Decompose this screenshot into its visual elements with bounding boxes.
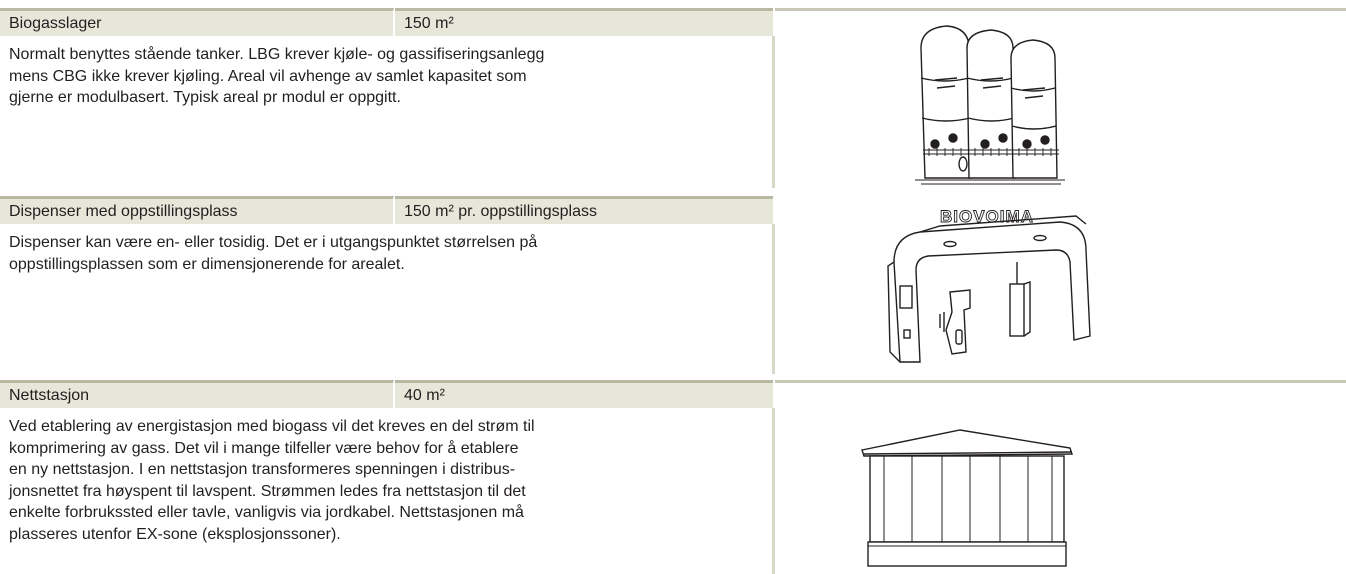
image-cell-top (775, 8, 1346, 36)
row-label: Nettstasjon (9, 387, 90, 404)
row-label-cell: Nettstasjon (0, 380, 394, 408)
row-description: Normalt benyttes stående tanker. LBG kre… (9, 46, 545, 106)
row-dispenser: Dispenser med oppstillingsplass 150 m² p… (0, 196, 1346, 374)
row-label: Dispenser med oppstillingsplass (9, 203, 238, 220)
row-value-cell: 40 m² (395, 380, 773, 408)
substation-illustration (860, 428, 1080, 572)
row-label: Biogasslager (9, 15, 102, 32)
row-biogasslager: Biogasslager 150 m² Normalt benyttes stå… (0, 8, 1346, 188)
column-divider (772, 408, 775, 574)
image-cell-top (775, 196, 1346, 224)
dispenser-station-illustration: BIOVOIMA (880, 202, 1100, 370)
column-divider (772, 36, 775, 188)
row-nettstasjon: Nettstasjon 40 m² Ved etablering av ener… (0, 380, 1346, 574)
row-value-cell: 150 m² (395, 8, 773, 36)
row-value: 150 m² (404, 15, 454, 32)
row-value: 150 m² pr. oppstillingsplass (404, 203, 597, 220)
row-description: Ved etablering av energistasjon med biog… (9, 418, 535, 543)
row-label-cell: Biogasslager (0, 8, 394, 36)
image-cell-top (775, 380, 1346, 408)
storage-tanks-illustration (905, 18, 1085, 186)
row-label-cell: Dispenser med oppstillingsplass (0, 196, 394, 224)
column-divider (772, 224, 775, 374)
row-value: 40 m² (404, 387, 445, 404)
row-description: Dispenser kan være en- eller tosidig. De… (9, 234, 538, 273)
row-value-cell: 150 m² pr. oppstillingsplass (395, 196, 773, 224)
